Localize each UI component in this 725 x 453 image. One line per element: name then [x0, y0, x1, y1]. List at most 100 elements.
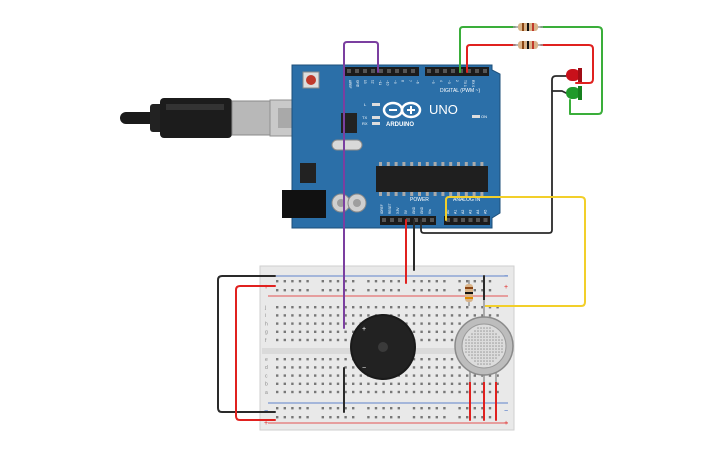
- breadboard-hole: [298, 338, 302, 342]
- board-name: UNO: [429, 102, 458, 117]
- breadboard-hole: [397, 390, 400, 394]
- breadboard-hole: [314, 322, 317, 325]
- sensor-mesh-dot: [501, 348, 503, 350]
- header-pin: [427, 69, 431, 73]
- breadboard-hole: [306, 374, 309, 377]
- breadboard-hole: [405, 314, 408, 317]
- breadboard-hole: [276, 289, 279, 292]
- analog-header: [444, 216, 490, 225]
- sensor-mesh-dot: [471, 354, 473, 356]
- breadboard-hole: [390, 280, 393, 283]
- sensor-mesh-dot: [477, 354, 479, 356]
- header-pin: [395, 69, 399, 73]
- breadboard-hole: [314, 338, 317, 342]
- sensor-mesh-dot: [468, 348, 470, 350]
- sensor-mesh-dot: [486, 327, 488, 329]
- breadboard-hole: [298, 322, 302, 325]
- sensor-mesh-dot: [468, 345, 470, 347]
- chip-pin: [472, 192, 476, 196]
- breadboard-row-letter: b: [265, 382, 268, 388]
- breadboard-hole: [428, 374, 431, 377]
- breadboard-hole: [344, 390, 347, 394]
- breadboard-hole: [397, 382, 400, 385]
- breadboard-hole: [450, 338, 454, 342]
- breadboard-hole: [329, 366, 332, 369]
- sensor-mesh-dot: [486, 333, 488, 335]
- breadboard-hole: [473, 280, 476, 283]
- chip-pin: [410, 162, 414, 166]
- breadboard-hole: [298, 416, 302, 419]
- breadboard-hole: [466, 374, 469, 377]
- breadboard-hole: [306, 322, 309, 325]
- analog-pin-label: A3: [469, 210, 473, 214]
- breadboard-hole: [466, 314, 469, 317]
- wire-black-rail: [217, 275, 276, 413]
- breadboard-hole: [352, 330, 355, 333]
- breadboard-hole: [352, 314, 355, 317]
- breadboard-hole: [428, 366, 431, 369]
- breadboard-hole: [276, 338, 279, 342]
- sensor-mesh-dot: [486, 354, 488, 356]
- breadboard-hole: [443, 358, 446, 361]
- breadboard-hole: [481, 289, 484, 292]
- breadboard-hole: [298, 390, 302, 394]
- breadboard-hole: [397, 407, 400, 410]
- breadboard-hole: [329, 416, 332, 419]
- header-pin: [363, 69, 367, 73]
- chip-pin: [480, 162, 484, 166]
- sensor-mesh-dot: [474, 330, 476, 332]
- digital-pin-label: ~5: [431, 80, 435, 84]
- breadboard-hole: [352, 366, 355, 369]
- breadboard-hole: [443, 289, 446, 292]
- breadboard-hole: [481, 306, 484, 309]
- chip-pin: [457, 192, 460, 196]
- breadboard-hole: [306, 366, 309, 369]
- breadboard-hole: [488, 306, 492, 309]
- sensor-mesh-dot: [483, 360, 485, 362]
- sensor-mesh-dot: [498, 336, 500, 338]
- digital-pin-label: 2: [455, 80, 459, 82]
- breadboard-hole: [443, 338, 446, 342]
- breadboard-hole: [314, 382, 317, 385]
- chip-pin: [379, 192, 382, 196]
- sensor-mesh-dot: [483, 357, 485, 359]
- breadboard-hole: [276, 390, 279, 394]
- breadboard-hole: [283, 407, 286, 410]
- breadboard-hole: [473, 306, 476, 309]
- sensor-mesh-dot: [501, 342, 503, 344]
- breadboard-hole: [336, 338, 340, 342]
- breadboard-hole: [466, 390, 469, 394]
- digital-pin-label: GND: [356, 80, 360, 88]
- breadboard-hole: [420, 374, 423, 377]
- header-pin: [355, 69, 359, 73]
- breadboard-hole: [405, 390, 408, 394]
- chip-pin: [449, 162, 453, 166]
- breadboard-hole: [443, 330, 446, 333]
- breadboard-hole: [321, 306, 324, 309]
- arduino-uno-board: ARDUINO UNO DIGITAL (PWM ~) ON TX RX L A…: [282, 64, 501, 229]
- sensor-mesh-dot: [495, 345, 497, 347]
- digital-pin-label: 8: [401, 80, 405, 82]
- chip-pin: [464, 162, 468, 166]
- breadboard-hole: [276, 306, 279, 309]
- l-label: L: [364, 102, 367, 107]
- piezo-buzzer: + −: [350, 314, 416, 380]
- breadboard-hole: [412, 322, 416, 325]
- breadboard-row-letter: c: [265, 373, 268, 379]
- breadboard-hole: [329, 390, 332, 394]
- header-pin: [414, 218, 418, 222]
- breadboard-hole: [450, 330, 454, 333]
- breadboard-hole: [298, 306, 302, 309]
- wire-black-led: [551, 75, 567, 94]
- breadboard-hole: [298, 374, 302, 377]
- breadboard-hole: [488, 382, 492, 385]
- header-pin: [446, 218, 450, 222]
- sensor-mesh-dot: [489, 363, 491, 365]
- breadboard-hole: [306, 280, 309, 283]
- sensor-mesh-dot: [486, 360, 488, 362]
- sensor-mesh-dot: [501, 351, 503, 353]
- breadboard-hole: [344, 289, 347, 292]
- sensor-mesh-dot: [489, 330, 491, 332]
- breadboard-hole: [321, 280, 324, 283]
- digital-pin-label: 4: [439, 80, 443, 82]
